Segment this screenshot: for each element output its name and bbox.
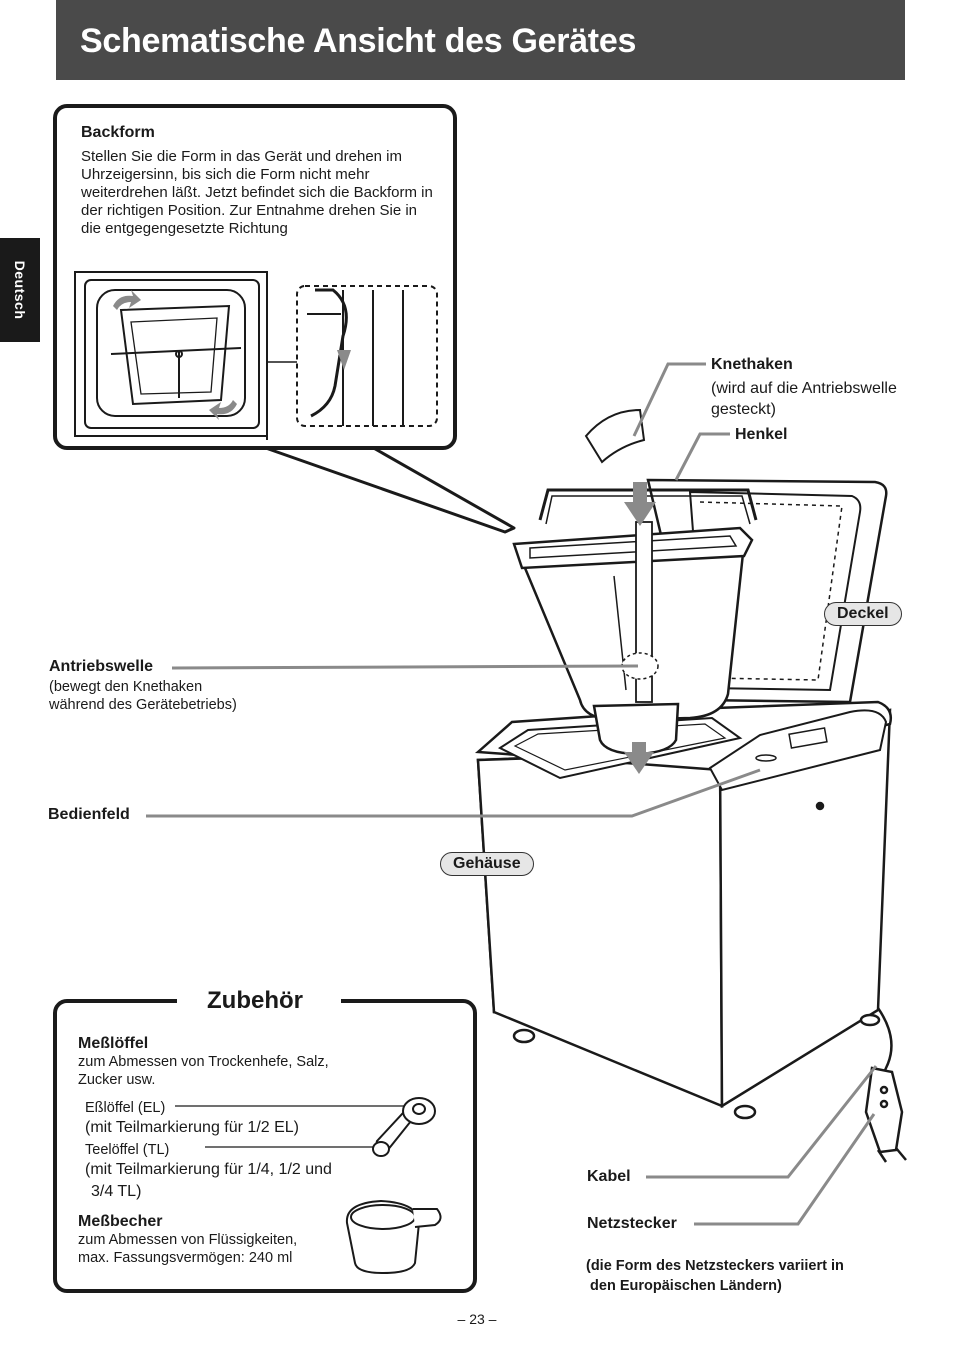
essloeffel-label: Eßlöffel (EL) bbox=[85, 1100, 166, 1116]
zubehoer-title: Zubehör bbox=[207, 987, 303, 1014]
bedienfeld-label: Bedienfeld bbox=[48, 806, 130, 823]
kabel-label: Kabel bbox=[587, 1168, 631, 1185]
teeloeffel-label: Teelöffel (TL) bbox=[85, 1142, 170, 1158]
messbecher-title: Meßbecher bbox=[78, 1213, 163, 1230]
backform-info-box: Backform Stellen Sie die Form in das Ger… bbox=[53, 104, 457, 450]
backform-inset-drawing bbox=[74, 271, 438, 440]
teeloeffel-note-1: (mit Teilmarkierung für 1/4, 1/2 und bbox=[85, 1161, 332, 1178]
kneading-blade-drawing bbox=[584, 408, 646, 464]
antriebswelle-note-2: während des Gerätebetriebs) bbox=[49, 697, 237, 713]
accessories-drawing bbox=[175, 1097, 442, 1275]
bread-pan-drawing bbox=[512, 488, 758, 756]
messloeffel-title: Meßlöffel bbox=[78, 1035, 149, 1052]
zubehoer-box: Zubehör Meßlöffel zum Abmessen von Trock… bbox=[53, 987, 477, 1293]
backform-callout-wedge bbox=[258, 444, 516, 534]
antriebswelle-label: Antriebswelle bbox=[49, 658, 154, 675]
messbecher-desc-2: max. Fassungsvermögen: 240 ml bbox=[78, 1250, 293, 1266]
antriebswelle-note-1: (bewegt den Knethaken bbox=[49, 679, 203, 695]
backform-description: Stellen Sie die Form in das Gerät und dr… bbox=[81, 148, 433, 237]
messbecher-desc-1: zum Abmessen von Flüssigkeiten, bbox=[78, 1232, 298, 1248]
housing-drawing bbox=[474, 700, 892, 1120]
page-number: – 23 – bbox=[457, 1311, 497, 1327]
plug-note-2: den Europäischen Ländern) bbox=[586, 1278, 782, 1294]
title-bar: Schematische Ansicht des Gerätes bbox=[56, 0, 905, 80]
page-title: Schematische Ansicht des Gerätes bbox=[80, 22, 637, 60]
messloeffel-desc-1: zum Abmessen von Trockenhefe, Salz, bbox=[78, 1054, 329, 1070]
assembly-arrows bbox=[624, 482, 656, 774]
plug-note-1: (die Form des Netzsteckers variiert in bbox=[586, 1258, 844, 1274]
teeloeffel-note-2: 3/4 TL) bbox=[91, 1183, 142, 1200]
language-tab: Deutsch bbox=[0, 238, 40, 342]
henkel-label: Henkel bbox=[735, 426, 788, 443]
knethaken-note: (wird auf die Antriebswelle gesteckt) bbox=[711, 380, 897, 418]
zubehoer-title-gap bbox=[177, 989, 341, 1013]
gehaeuse-label: Gehäuse bbox=[440, 852, 534, 876]
backform-title: Backform bbox=[81, 124, 155, 141]
essloeffel-note: (mit Teilmarkierung für 1/2 EL) bbox=[85, 1119, 299, 1136]
messloeffel-desc-2: Zucker usw. bbox=[78, 1072, 156, 1088]
cord-drawing bbox=[864, 1007, 907, 1163]
netzstecker-label: Netzstecker bbox=[587, 1215, 677, 1232]
deckel-label: Deckel bbox=[824, 602, 902, 626]
knethaken-label: Knethaken bbox=[711, 356, 793, 373]
leader-lines bbox=[146, 362, 878, 1226]
